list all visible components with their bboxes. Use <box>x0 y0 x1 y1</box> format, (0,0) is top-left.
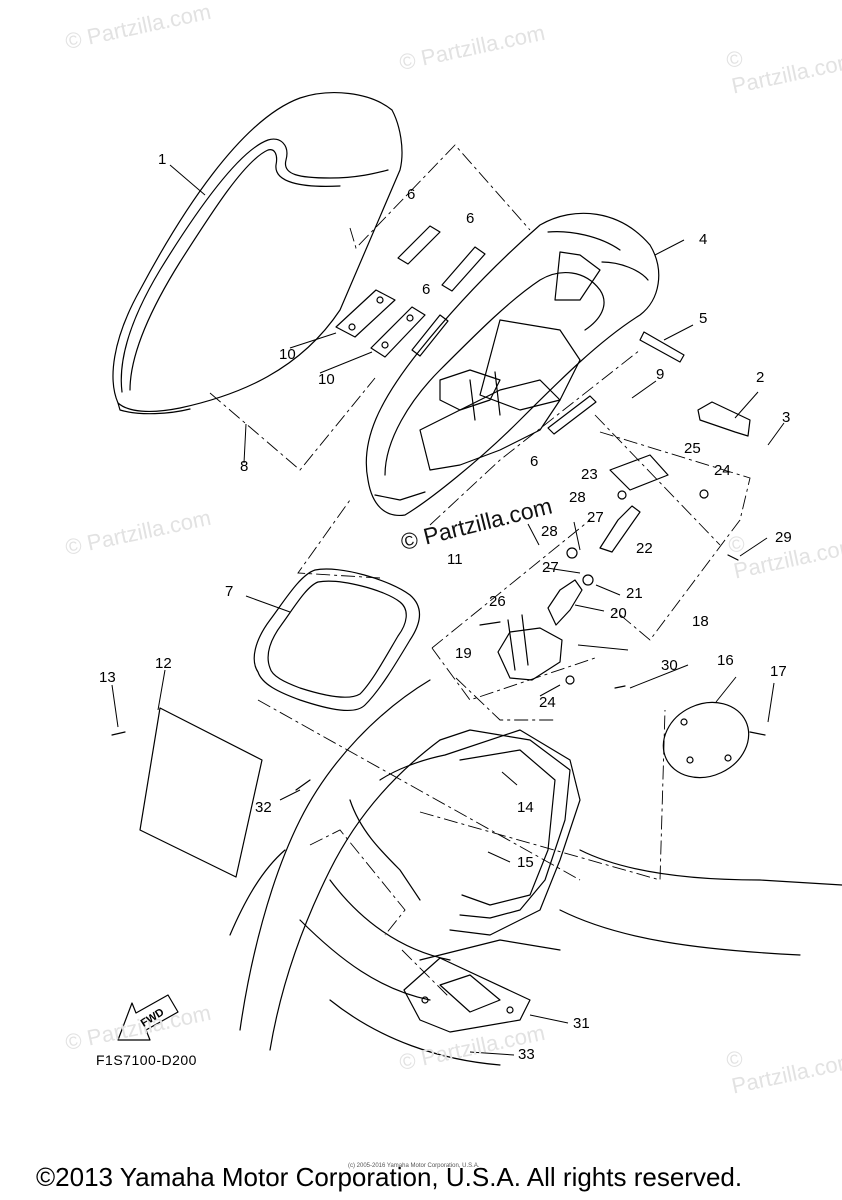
callout-33: 33 <box>518 1046 535 1063</box>
copyright-notice: ©2013 Yamaha Motor Corporation, U.S.A. A… <box>36 1162 743 1192</box>
callout-23: 23 <box>581 466 598 483</box>
callout-24: 24 <box>539 694 556 711</box>
callout-18: 18 <box>692 613 709 630</box>
gasket-part <box>253 568 420 711</box>
callout-10: 10 <box>318 371 335 388</box>
callout-1: 1 <box>158 151 167 168</box>
callout-26: 26 <box>489 593 506 610</box>
tiny-credit: (c) 2005-2016 Yamaha Motor Corporation, … <box>348 1163 480 1169</box>
bracket-parts <box>335 289 426 358</box>
rod-part <box>639 331 685 363</box>
callout-27: 27 <box>587 509 604 526</box>
callout-6: 6 <box>530 453 539 470</box>
storage-tray-part <box>365 212 660 516</box>
callout-31: 31 <box>573 1015 590 1032</box>
latch-assembly-parts <box>111 454 766 791</box>
callout-5: 5 <box>699 310 708 327</box>
callout-17: 17 <box>770 663 787 680</box>
callout-29: 29 <box>775 529 792 546</box>
callout-25: 25 <box>684 440 701 457</box>
mount-plate-part <box>403 957 531 1033</box>
callout-14: 14 <box>517 799 534 816</box>
callout-2: 2 <box>756 369 765 386</box>
cover-plate-part <box>139 707 263 878</box>
callout-6: 6 <box>407 186 416 203</box>
callout-20: 20 <box>610 605 627 622</box>
callout-12: 12 <box>155 655 172 672</box>
callout-24: 24 <box>714 462 731 479</box>
callout-7: 7 <box>225 583 234 600</box>
callout-9: 9 <box>656 366 665 383</box>
callout-6: 6 <box>422 281 431 298</box>
latch-arm-part <box>697 401 751 437</box>
callout-16: 16 <box>717 652 734 669</box>
hull-body <box>229 679 842 1066</box>
callout-28: 28 <box>541 523 558 540</box>
callout-32: 32 <box>255 799 272 816</box>
callout-30: 30 <box>661 657 678 674</box>
callout-10: 10 <box>279 346 296 363</box>
callout-11: 11 <box>447 551 463 568</box>
callout-22: 22 <box>636 540 653 557</box>
seat-part <box>112 92 403 415</box>
callout-15: 15 <box>517 854 534 871</box>
callout-21: 21 <box>626 585 643 602</box>
round-cover-part <box>662 701 750 779</box>
callout-6: 6 <box>466 210 475 227</box>
callout-27: 27 <box>542 559 559 576</box>
callout-19: 19 <box>455 645 472 662</box>
callout-8: 8 <box>240 458 249 475</box>
callout-4: 4 <box>699 231 708 248</box>
callout-3: 3 <box>782 409 791 426</box>
callout-28: 28 <box>569 489 586 506</box>
callout-13: 13 <box>99 669 116 686</box>
foam-strip-parts <box>397 225 597 435</box>
diagram-code: F1S7100-D200 <box>96 1052 197 1068</box>
fwd-arrow <box>117 994 179 1041</box>
